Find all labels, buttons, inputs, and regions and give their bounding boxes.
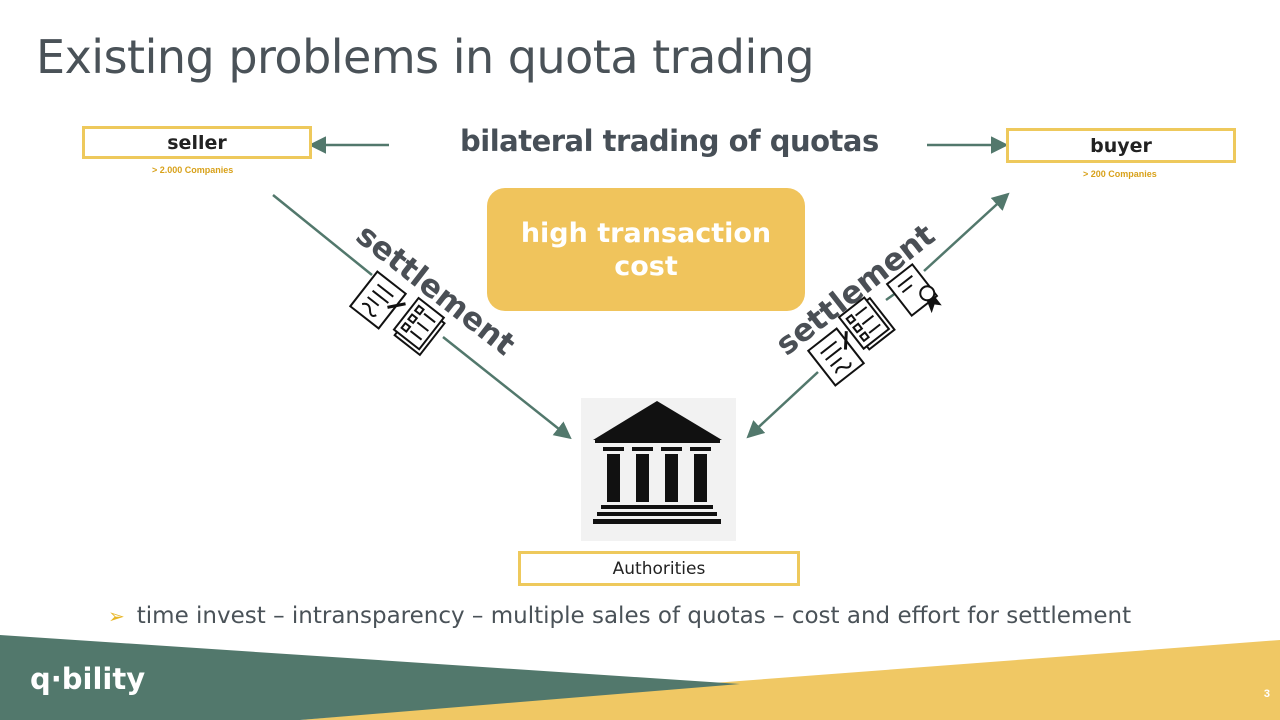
problem-list-text: time invest – intransparency – multiple … (136, 603, 1132, 629)
seller-companies: > 2.000 Companies (152, 165, 234, 175)
arrow-bullet-icon: ➢ (108, 604, 125, 628)
headline-bilateral-trading: bilateral trading of quotas (460, 124, 879, 158)
seller-box: seller (82, 126, 312, 159)
arrow-seller-to-authorities-b (442, 336, 572, 440)
seller-label: seller (167, 131, 227, 154)
high-transaction-cost-box: high transaction cost (487, 188, 805, 311)
arrow-to-buyer-diag (923, 192, 1010, 272)
arrow-buyer-to-authorities (746, 371, 819, 439)
footer-yellow-band (300, 640, 1280, 720)
checklist-icon (392, 296, 446, 357)
buyer-companies: > 200 Companies (1083, 169, 1157, 179)
high-transaction-cost-label: high transaction cost (520, 217, 772, 282)
footer-teal-band (0, 635, 740, 720)
contract-icon (806, 327, 866, 387)
checklist-icon (837, 296, 896, 351)
arrow-seller-to-authorities-a (272, 194, 373, 276)
page-title: Existing problems in quota trading (36, 30, 815, 84)
certificate-icon (885, 262, 942, 318)
authorities-label: Authorities (612, 558, 706, 579)
buyer-box: buyer (1006, 128, 1236, 163)
authorities-box: Authorities (518, 551, 800, 586)
page-number: 3 (1263, 688, 1270, 700)
buyer-label: buyer (1090, 134, 1152, 157)
problem-list-item: ➢ time invest – intransparency – multipl… (108, 603, 1131, 629)
contract-icon (348, 270, 408, 330)
qbility-logo: q·bility (30, 662, 146, 696)
